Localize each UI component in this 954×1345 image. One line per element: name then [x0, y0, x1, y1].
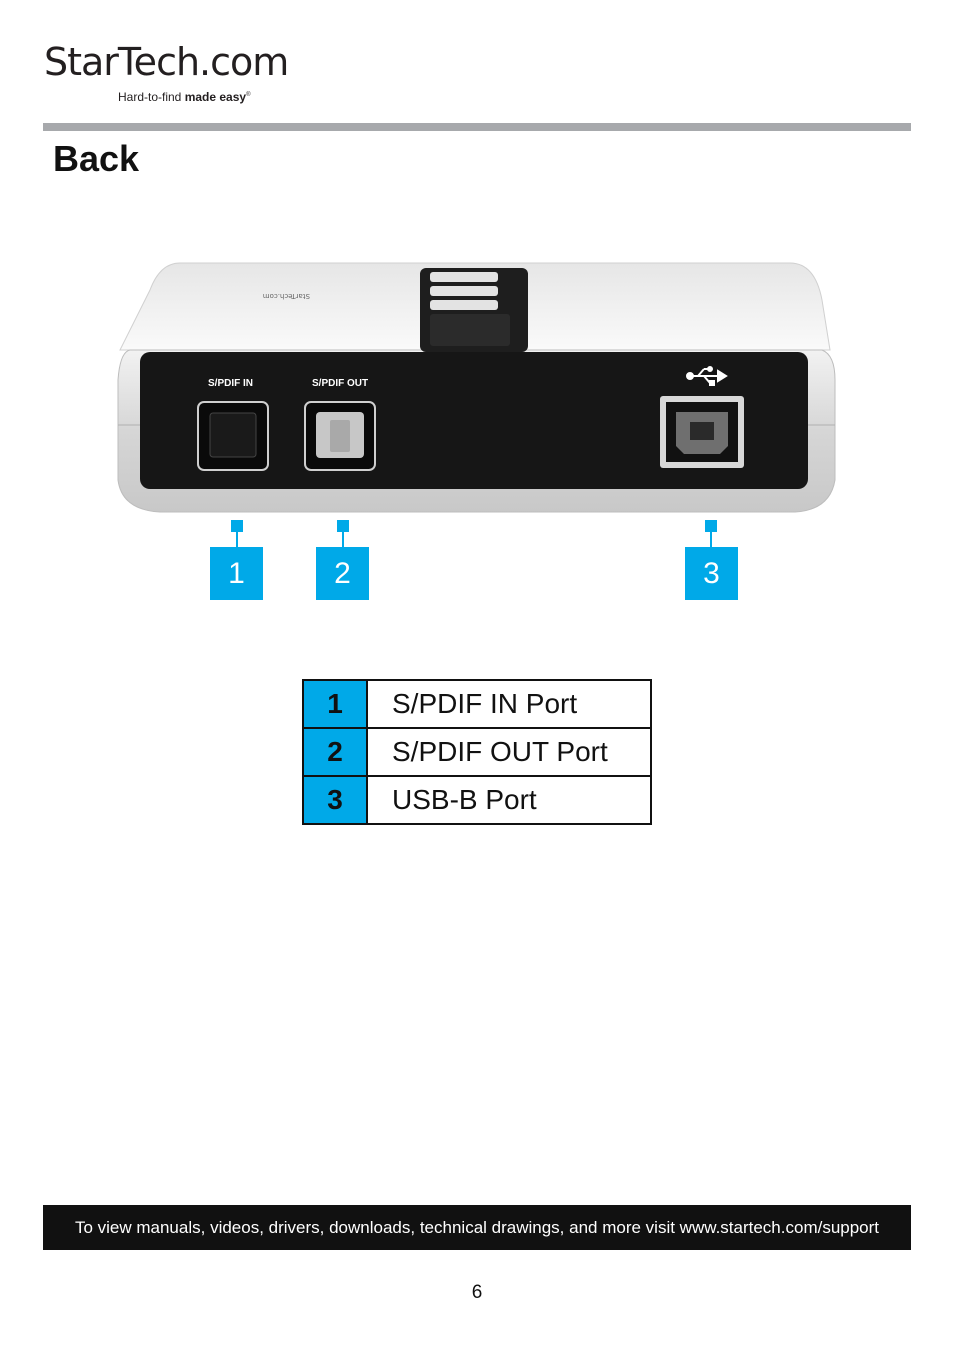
callout-2-anchor: [337, 520, 349, 532]
tagline-bold: made easy: [184, 90, 247, 104]
legend-description: S/PDIF IN Port: [366, 679, 652, 729]
svg-text:StarTech.com: StarTech.com: [263, 292, 310, 300]
brand-logo: StarTech.com Hard-to-find made easy®: [44, 40, 289, 110]
footer-text: To view manuals, videos, drivers, downlo…: [74, 1217, 880, 1237]
table-row: 3 USB-B Port: [302, 775, 652, 825]
callout-2-lead: [342, 530, 344, 547]
legend-number: 3: [302, 775, 368, 825]
support-footer: To view manuals, videos, drivers, downlo…: [43, 1205, 911, 1250]
callout-2: 2: [316, 547, 369, 600]
legend-description: S/PDIF OUT Port: [366, 727, 652, 777]
tagline-light: Hard-to-find: [118, 90, 182, 104]
callout-3: 3: [685, 547, 738, 600]
page-number: 6: [471, 1282, 483, 1303]
port-legend-table: 1 S/PDIF IN Port 2 S/PDIF OUT Port 3 USB…: [302, 679, 652, 825]
brand-wordmark: StarTech.com: [44, 40, 289, 84]
legend-number: 2: [302, 727, 368, 777]
callout-1-lead: [236, 530, 238, 547]
callout-1-anchor: [231, 520, 243, 532]
svg-text:S/PDIF IN: S/PDIF IN: [208, 378, 253, 389]
brand-tagline: Hard-to-find made easy®: [118, 90, 251, 104]
header-divider: [43, 123, 911, 131]
legend-description: USB-B Port: [366, 775, 652, 825]
table-row: 2 S/PDIF OUT Port: [302, 727, 652, 777]
callout-3-lead: [710, 530, 712, 547]
page-title: Back: [53, 138, 140, 179]
callout-3-anchor: [705, 520, 717, 532]
device-back-illustration: StarTech.com S/PDIF IN S/PDIF OUT: [117, 262, 836, 513]
legend-number: 1: [302, 679, 368, 729]
table-row: 1 S/PDIF IN Port: [302, 679, 652, 729]
usb-icon: [686, 366, 728, 386]
svg-text:S/PDIF OUT: S/PDIF OUT: [312, 378, 368, 389]
tagline-mark: ®: [246, 92, 251, 98]
callout-1: 1: [210, 547, 263, 600]
